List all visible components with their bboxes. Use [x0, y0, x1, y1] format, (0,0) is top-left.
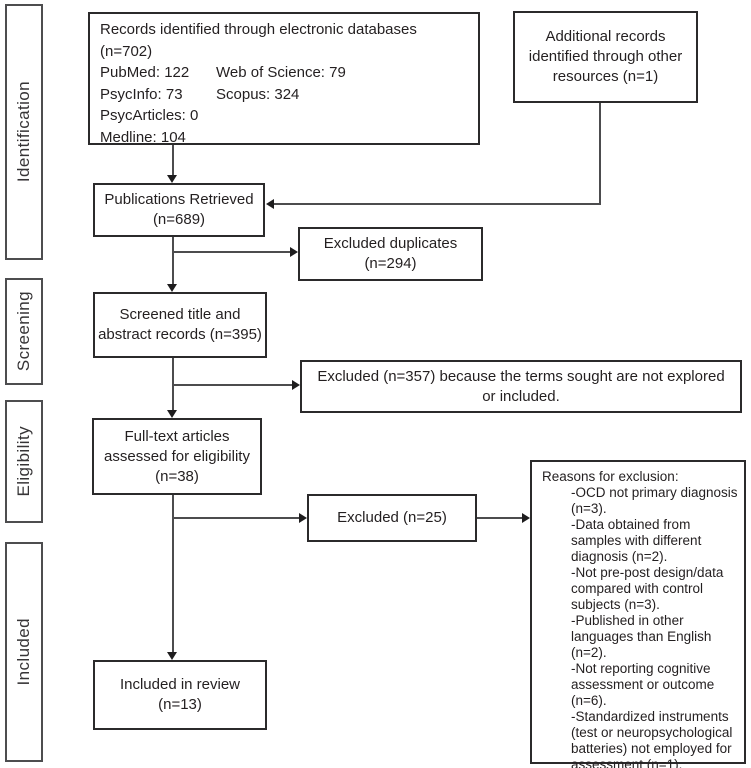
connector-fulltext-to-included [172, 495, 174, 652]
fulltext-assessed-box: Full-text articles assessed for eligibil… [92, 418, 262, 495]
excluded-terms-line: Excluded (n=357) because the terms sough… [317, 367, 725, 385]
connector-records-to-retrieved [172, 145, 174, 176]
included-in-review-line: (n=13) [158, 696, 202, 713]
records-db-cell: PsycArticles: 0 [100, 107, 199, 124]
arrowhead-right-icon [290, 247, 298, 257]
records-db-row: PsycArticles: 0 [100, 105, 468, 127]
records-title: Records identified through electronic da… [100, 21, 417, 38]
excluded-25-line: Excluded (n=25) [337, 509, 447, 526]
reason-item: -OCD not primary diagnosis (n=3). [571, 485, 738, 516]
reasons-for-exclusion-box: Reasons for exclusion: -OCD not primary … [530, 460, 746, 768]
stage-identification: Identification [5, 4, 43, 260]
connector-retrieved-to-screened [172, 237, 174, 284]
arrowhead-down-icon [167, 284, 177, 292]
publications-retrieved-line: Publications Retrieved [104, 191, 254, 208]
screened-records-line: Screened title and [119, 306, 241, 323]
stage-screening: Screening [5, 278, 43, 385]
additional-records-line: Additional records [545, 28, 666, 45]
connector-additional-down [599, 103, 601, 205]
excluded-terms-box: Excluded (n=357) because the terms sough… [300, 360, 742, 413]
excluded-duplicates-line: (n=294) [364, 255, 417, 272]
publications-retrieved-box: Publications Retrieved (n=689) [93, 183, 265, 237]
additional-records-line: resources (n=1) [552, 68, 659, 85]
screened-records-box: Screened title and abstract records (n=3… [93, 292, 267, 358]
stage-screening-label: Screening [14, 291, 33, 372]
reason-item: -Data obtained from samples with differe… [571, 517, 702, 564]
records-db-cell: Web of Science: 79 [216, 64, 346, 81]
stage-eligibility-label: Eligibility [14, 426, 33, 497]
stage-included: Included [5, 542, 43, 762]
records-db-cell: PsycInfo: 73 [100, 85, 183, 103]
reason-item: -Not pre-post design/data compared with … [571, 565, 724, 612]
records-db-row: PsycInfo: 73 Scopus: 324 [100, 84, 468, 106]
arrowhead-down-icon [167, 175, 177, 183]
stage-eligibility: Eligibility [5, 400, 43, 523]
excluded-duplicates-line: Excluded duplicates [323, 235, 458, 252]
records-db-cell: Medline: 104 [100, 128, 186, 146]
connector-screened-to-excluded-terms [173, 384, 292, 386]
reason-item: -Not reporting cognitive assessment or o… [571, 661, 715, 708]
reasons-title: Reasons for exclusion: [542, 469, 679, 484]
reason-item: -Standardized instruments (test or neuro… [571, 709, 733, 768]
fulltext-assessed-line: assessed for eligibility [104, 447, 250, 465]
excluded-25-box: Excluded (n=25) [307, 494, 477, 542]
arrowhead-left-icon [266, 199, 274, 209]
fulltext-assessed-line: Full-text articles [124, 427, 230, 445]
arrowhead-right-icon [292, 380, 300, 390]
arrowhead-right-icon [299, 513, 307, 523]
screened-records-line: abstract records (n=395) [98, 326, 262, 343]
arrowhead-down-icon [167, 652, 177, 660]
records-db-cell: PubMed: 122 [100, 64, 190, 81]
excluded-duplicates-box: Excluded duplicates (n=294) [298, 227, 483, 281]
connector-additional-to-retrieved [274, 203, 601, 205]
stage-identification-label: Identification [14, 81, 33, 183]
fulltext-assessed-line: (n=38) [155, 467, 199, 485]
records-n: (n=702) [100, 42, 153, 60]
connector-fulltext-to-excluded25 [173, 517, 299, 519]
additional-records-box: Additional records identified through ot… [513, 11, 698, 103]
arrowhead-right-icon [522, 513, 530, 523]
records-db-cell [216, 105, 468, 127]
records-db-cell: Scopus: 324 [216, 85, 300, 103]
publications-retrieved-line: (n=689) [152, 211, 206, 228]
stage-included-label: Included [14, 618, 33, 686]
included-in-review-line: Included in review [119, 676, 241, 693]
records-db-row: PubMed: 122 Web of Science: 79 [100, 62, 468, 84]
arrowhead-down-icon [167, 410, 177, 418]
connector-excluded25-to-reasons [477, 517, 522, 519]
reason-item: -Published in other languages than Engli… [571, 613, 712, 660]
excluded-terms-line: or included. [482, 387, 560, 405]
records-db-cell [216, 127, 468, 149]
records-identified-box: Records identified through electronic da… [88, 12, 480, 146]
records-db-row: Medline: 104 [100, 127, 468, 149]
included-in-review-box: Included in review (n=13) [93, 660, 267, 730]
additional-records-line: identified through other [528, 48, 683, 65]
connector-retrieved-to-duplicates [173, 251, 290, 253]
